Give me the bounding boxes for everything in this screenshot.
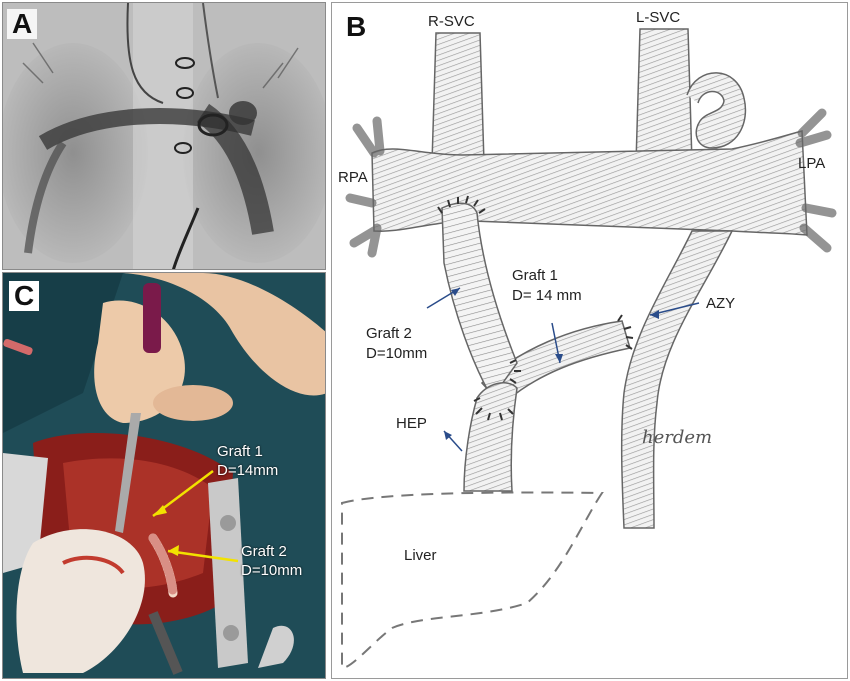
label-hep: HEP — [396, 415, 427, 432]
graft1-arrowhead — [153, 505, 167, 516]
label-r-svc: R-SVC — [428, 13, 475, 30]
panel-letter-c: C — [9, 281, 40, 311]
photo-graft1-diameter: D=14mm — [217, 462, 279, 479]
lpa-branches — [795, 108, 837, 253]
photo-graft2-diameter: D=10mm — [241, 562, 303, 579]
suture-marks — [437, 195, 634, 421]
hepatic-vessel — [463, 382, 518, 492]
angiography-image-panel: A — [2, 2, 326, 270]
label-graft1-diameter: D= 14 mm — [512, 287, 582, 304]
liver-outline — [341, 491, 604, 670]
label-graft2-diameter: D=10mm — [366, 345, 428, 362]
label-lpa: LPA — [798, 155, 826, 172]
graft2-vessel — [441, 202, 518, 400]
photo-graft1-name: Graft 1 — [217, 443, 263, 460]
surgical-photo — [3, 273, 325, 678]
surgical-photo-panel: C Graft 1 D=14mm Graft 2 D=10mm — [2, 272, 326, 679]
r-svc-vessel — [431, 32, 485, 164]
graft2-arrow — [167, 549, 239, 563]
graft2-arrowhead — [168, 545, 179, 556]
artist-signature: herdem — [642, 427, 713, 448]
label-rpa: RPA — [338, 169, 368, 186]
label-graft1-name: Graft 1 — [512, 267, 558, 284]
angiography-image — [3, 3, 325, 269]
panel-letter-b: B — [346, 11, 367, 42]
graft1-vessel — [480, 320, 631, 407]
label-l-svc: L-SVC — [636, 9, 681, 26]
photo-graft2-name: Graft 2 — [241, 543, 287, 560]
anatomy-drawing-panel: B R-SVC L-SVC RPA LPA Graft 1 D= 14 mm G… — [331, 2, 848, 679]
rpa-branches — [345, 116, 385, 258]
l-svc-vessel — [635, 28, 693, 164]
label-graft2-name: Graft 2 — [366, 325, 412, 342]
anatomy-drawing — [341, 28, 837, 670]
panel-letter-a: A — [7, 9, 38, 39]
aortic-loop — [686, 72, 747, 149]
label-azy: AZY — [706, 295, 736, 312]
azygos-vessel — [620, 230, 734, 529]
graft-pointer-arrows — [152, 470, 239, 563]
label-liver: Liver — [404, 547, 437, 564]
